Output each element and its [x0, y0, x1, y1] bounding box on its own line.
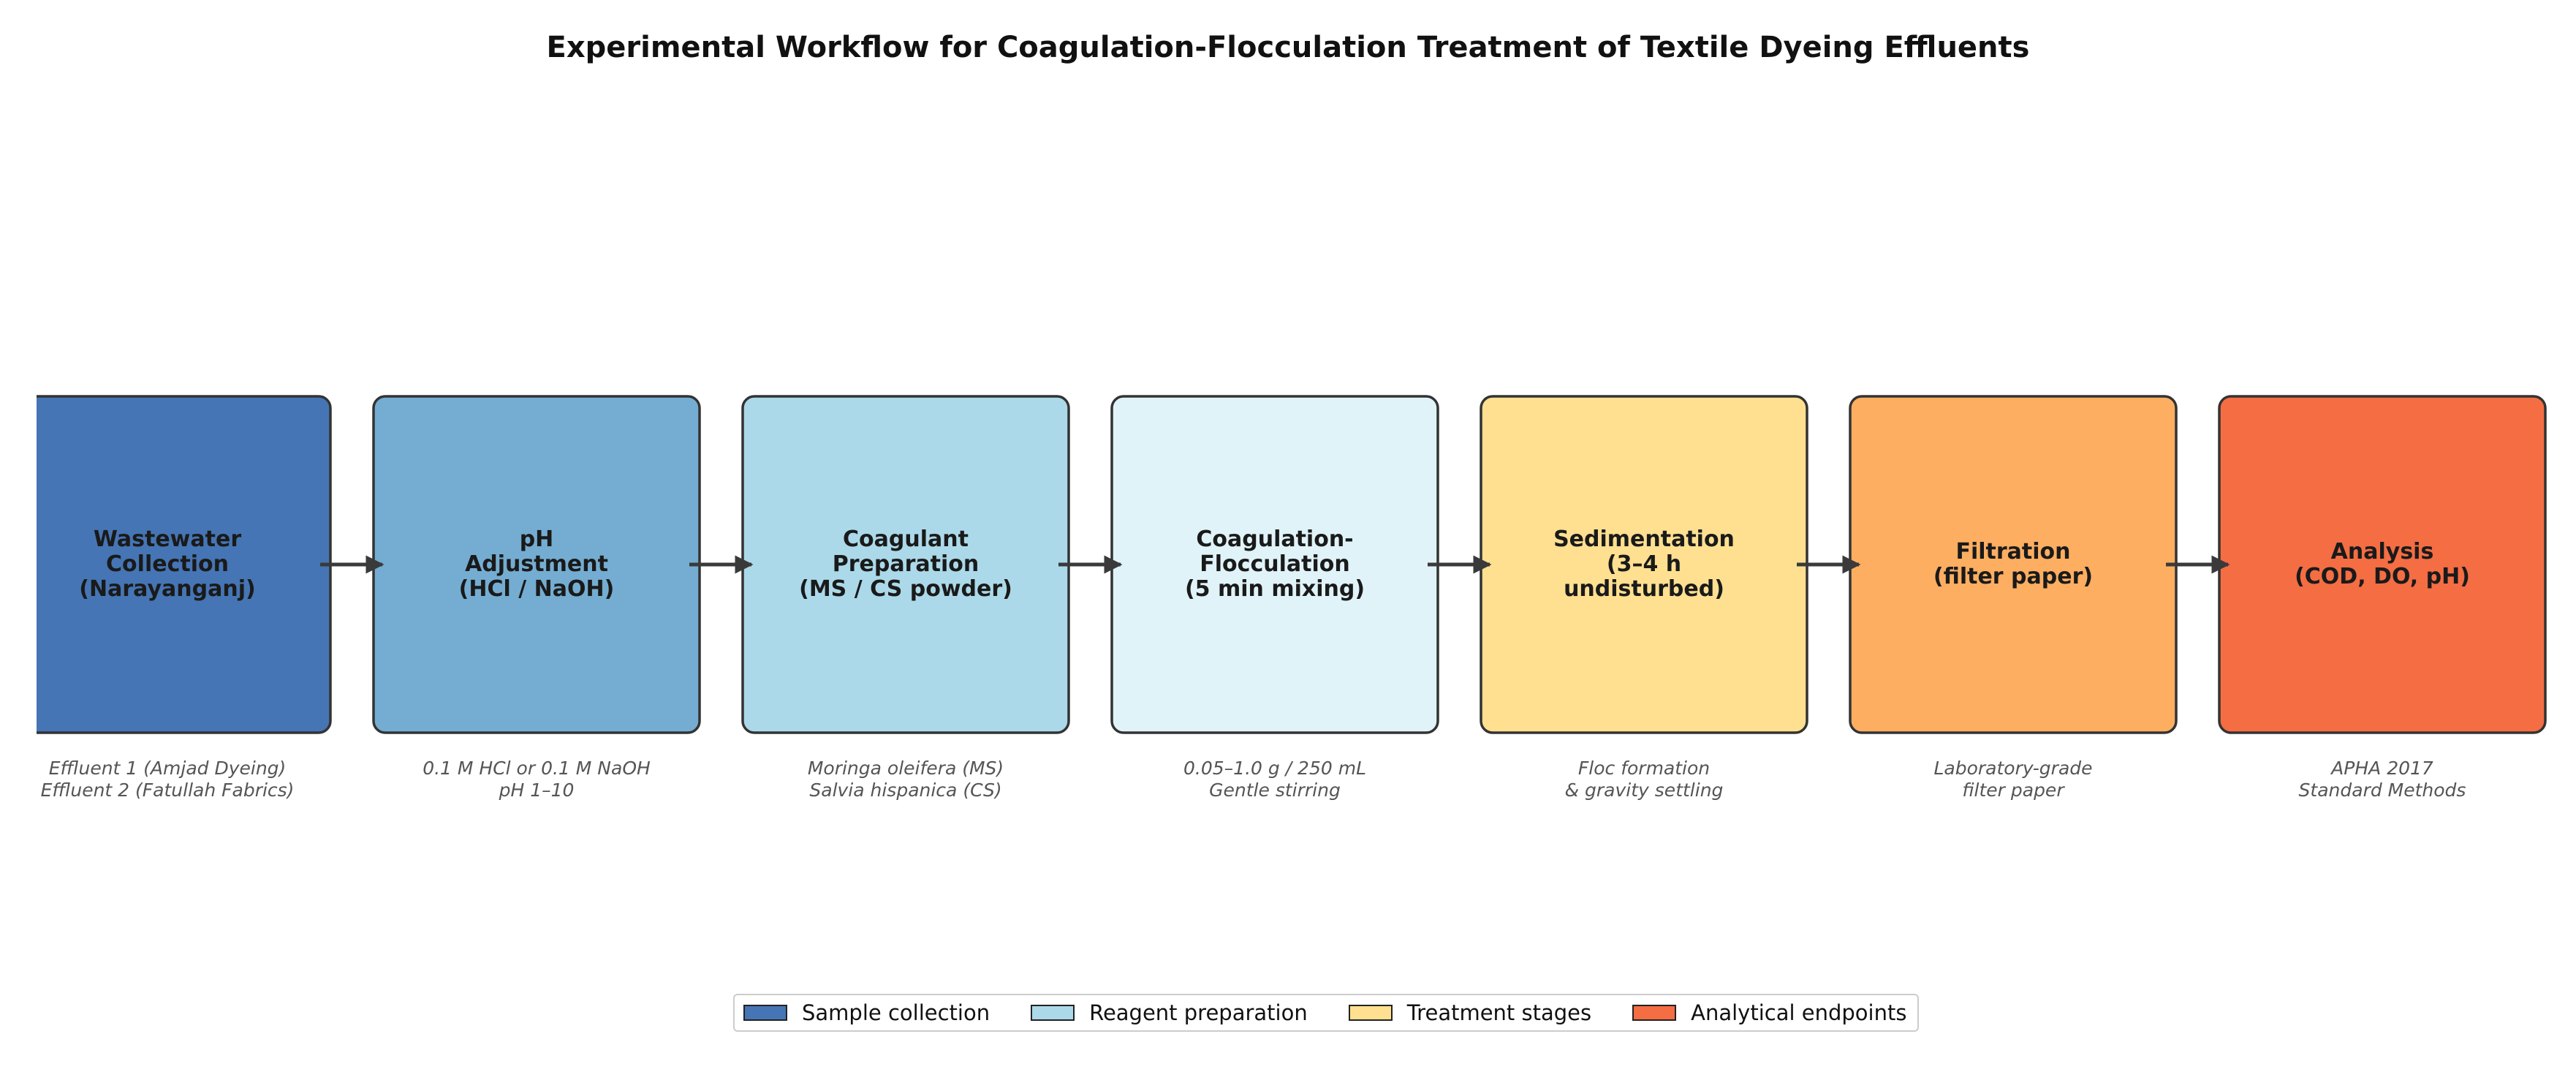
legend-label: Sample collection [802, 1000, 990, 1025]
legend-swatch-reagent-preparation [1031, 1005, 1075, 1021]
step-note-4: 0.05–1.0 g / 250 mL Gentle stirring [1183, 758, 1366, 801]
step-note-3: Moringa oleifera (MS) Salvia hispanica (… [807, 758, 1004, 801]
step-label-6: Filtration (filter paper) [1933, 539, 2094, 589]
step-note-1: Effluent 1 (Amjad Dyeing) Effluent 2 (Fa… [40, 758, 295, 801]
diagram-title: Experimental Workflow for Coagulation-Fl… [546, 31, 2030, 64]
step-note-2: 0.1 M HCl or 0.1 M NaOH pH 1–10 [423, 758, 651, 801]
legend-label: Analytical endpoints [1691, 1000, 1907, 1025]
step-label-5: Sedimentation (3–4 h undisturbed) [1553, 526, 1735, 602]
step-note-7: APHA 2017 Standard Methods [2298, 758, 2466, 801]
step-note-5: Floc formation & gravity settling [1564, 758, 1724, 801]
step-note-6: Laboratory-grade filter paper [1933, 758, 2093, 801]
step-label-7: Analysis (COD, DO, pH) [2295, 539, 2470, 589]
legend-item-reagent-preparation: Reagent preparation [1031, 1000, 1308, 1025]
legend-swatch-sample-collection [743, 1005, 787, 1021]
legend-item-analytical-endpoints: Analytical endpoints [1632, 1000, 1906, 1025]
legend-item-sample-collection: Sample collection [743, 1000, 990, 1025]
legend-label: Reagent preparation [1089, 1000, 1308, 1025]
step-label-2: pH Adjustment (HCl / NaOH) [458, 526, 615, 602]
legend-swatch-analytical-endpoints [1632, 1005, 1677, 1021]
legend-swatch-treatment-stages [1348, 1005, 1393, 1021]
legend: Sample collection Reagent preparation Tr… [733, 994, 1919, 1032]
step-label-3: Coagulant Preparation (MS / CS powder) [799, 526, 1012, 602]
legend-label: Treatment stages [1406, 1000, 1592, 1025]
legend-item-treatment-stages: Treatment stages [1348, 1000, 1592, 1025]
step-label-1: Wastewater Collection (Narayanganj) [79, 526, 256, 602]
step-label-4: Coagulation- Flocculation (5 min mixing) [1184, 526, 1365, 602]
